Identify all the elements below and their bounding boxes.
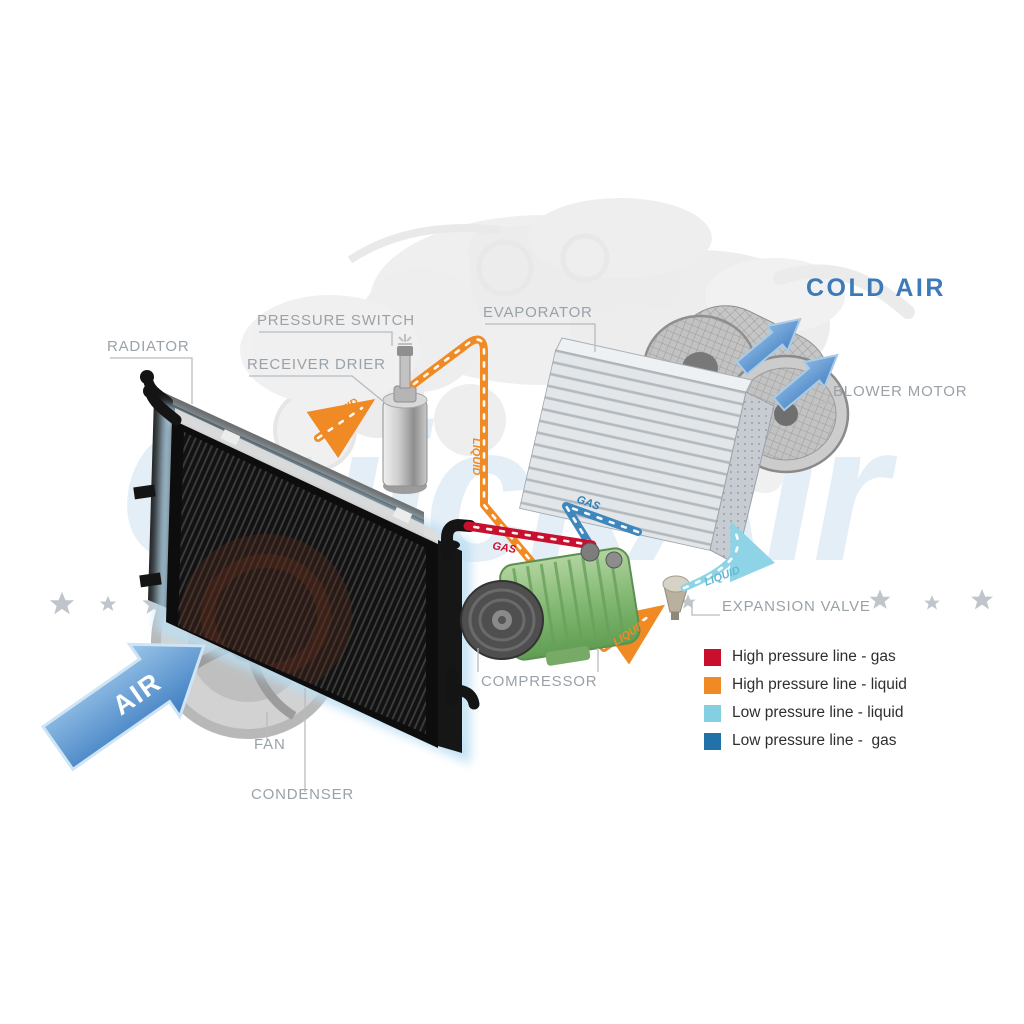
label-blower-motor: BLOWER MOTOR (833, 383, 967, 400)
legend: High pressure line - gas High pressure l… (704, 648, 907, 760)
pipe-lp-liquid-valve-to-evaporator (680, 521, 776, 592)
leader-lines (110, 323, 832, 792)
label-compressor: COMPRESSOR (481, 673, 597, 690)
label-radiator: RADIATOR (107, 338, 190, 355)
watermark-star (971, 589, 993, 610)
label-evaporator: EVAPORATOR (483, 304, 593, 321)
cold-air-arrow (772, 353, 839, 412)
label-pressure-switch: PRESSURE SWITCH (257, 312, 415, 329)
pressure-switch (397, 334, 413, 389)
legend-item: High pressure line - liquid (704, 676, 907, 694)
condenser-outlet-fitting (441, 518, 476, 562)
legend-item: Low pressure line - gas (704, 732, 907, 750)
receiver-drier (382, 385, 428, 494)
watermark-star (924, 595, 940, 610)
legend-label: Low pressure line - gas (732, 732, 897, 749)
watermark-star (99, 595, 117, 612)
cold-air-arrow (735, 317, 802, 376)
pipe-lp-gas-evaporator-to-compressor (562, 502, 642, 549)
legend-item: Low pressure line - liquid (704, 704, 907, 722)
legend-label: High pressure line - liquid (732, 676, 907, 693)
label-expansion-valve: EXPANSION VALVE (722, 598, 871, 615)
label-cold-air: COLD AIR (806, 274, 946, 302)
label-receiver-drier: RECEIVER DRIER (247, 356, 386, 373)
label-hp-gas: GAS (491, 540, 517, 556)
label-fan: FAN (254, 736, 286, 753)
pipe-hp-liquid-condenser-to-drier (306, 398, 376, 459)
evaporator (519, 337, 775, 565)
label-condenser: CONDENSER (251, 786, 354, 803)
legend-label: High pressure line - gas (732, 648, 896, 665)
compressor (460, 542, 641, 666)
legend-swatch-lp-liquid (704, 704, 721, 722)
legend-item: High pressure line - gas (704, 648, 907, 666)
watermark-star (49, 591, 75, 615)
legend-label: Low pressure line - liquid (732, 704, 904, 721)
legend-swatch-hp-gas (704, 648, 721, 666)
legend-swatch-hp-liquid (704, 676, 721, 694)
legend-swatch-lp-gas (704, 732, 721, 750)
air-flow-arrow: AIR (40, 642, 206, 772)
pipe-hp-liquid-drier-to-valve (410, 335, 666, 665)
label-hp-liquid-2: LIQUID (470, 438, 482, 475)
